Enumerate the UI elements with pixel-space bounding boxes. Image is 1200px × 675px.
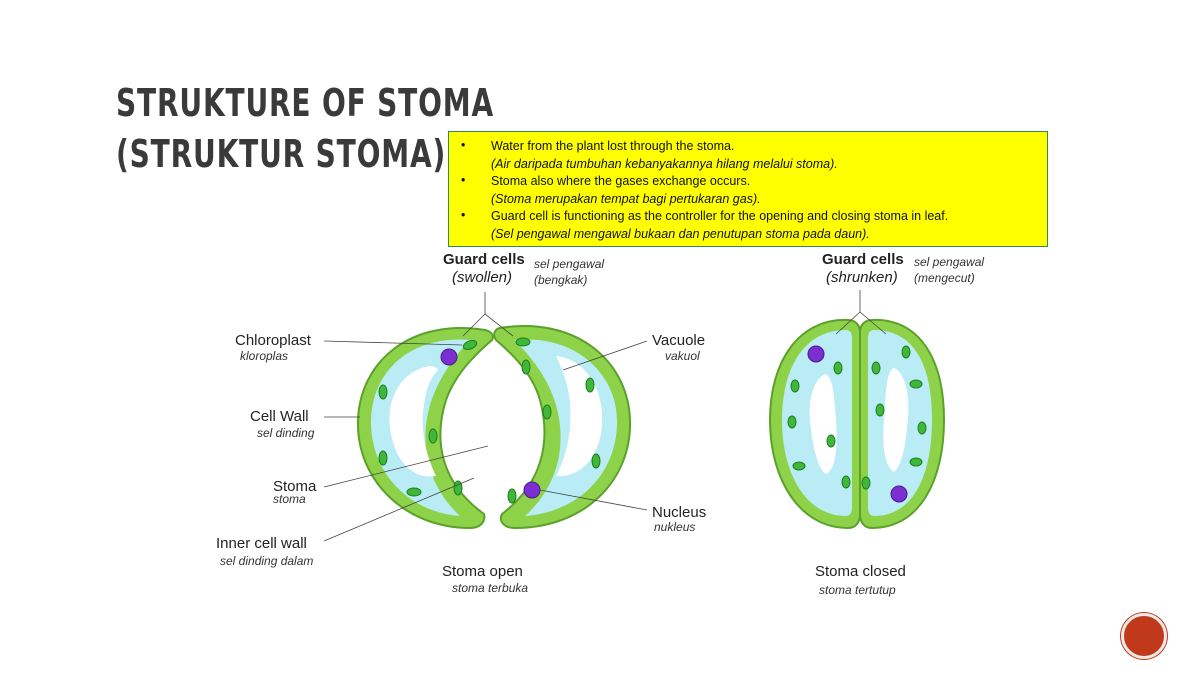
cell-wall-label: Cell Wall <box>250 408 309 425</box>
nucleus-label: Nucleus <box>652 504 706 521</box>
chloroplast-label: Chloroplast <box>235 332 312 349</box>
stoma-label: Stoma <box>273 478 317 495</box>
closed-stoma <box>768 318 946 530</box>
stoma-my-label: stoma <box>273 492 306 506</box>
cell-wall-my-label: sel dinding <box>257 426 315 440</box>
guard-cells-closed-my-state: (mengecut) <box>914 271 975 285</box>
bullet-icon: • <box>461 138 466 152</box>
open-chloroplasts <box>378 337 601 504</box>
note-item: • Guard cell is functioning as the contr… <box>457 208 1039 243</box>
note-text: Water from the plant lost through the st… <box>491 139 735 153</box>
guard-cells-open-state: (swollen) <box>452 269 512 286</box>
stoma-closed-caption: Stoma closed <box>815 563 906 580</box>
chloroplast-my-label: kloroplas <box>240 349 288 363</box>
bullet-icon: • <box>461 208 466 222</box>
open-nucleus-right <box>523 481 541 499</box>
leader-lines <box>323 290 887 542</box>
notes-box: • Water from the plant lost through the … <box>448 131 1048 247</box>
slide-nav-circle-icon[interactable] <box>1121 613 1167 659</box>
closed-nucleus-right <box>890 485 908 503</box>
note-translation: (Sel pengawal mengawal bukaan dan penutu… <box>491 226 870 241</box>
slide-title-line-2: (STRUKTUR STOMA): <box>116 132 459 176</box>
note-item: • Stoma also where the gases exchange oc… <box>457 173 1039 208</box>
open-stoma <box>356 325 632 530</box>
guard-cells-open-my: sel pengawal <box>534 257 604 271</box>
stoma-closed-my-caption: stoma tertutup <box>819 583 896 597</box>
guard-cells-open-label: Guard cells <box>443 251 525 268</box>
vacuole-label: Vacuole <box>652 332 705 349</box>
note-text: Stoma also where the gases exchange occu… <box>491 174 751 188</box>
open-nucleus-left <box>440 348 458 366</box>
stoma-open-my-caption: stoma terbuka <box>452 581 528 595</box>
closed-right-vacuole <box>883 368 909 472</box>
bullet-icon: • <box>461 173 466 187</box>
guard-cells-closed-my: sel pengawal <box>914 255 984 269</box>
inner-cell-wall-my-label: sel dinding dalam <box>220 554 313 568</box>
vacuole-my-label: vakuol <box>665 349 700 363</box>
closed-left-vacuole <box>809 374 837 474</box>
closed-chloroplasts <box>787 345 927 490</box>
nucleus-my-label: nukleus <box>654 520 695 534</box>
guard-cells-closed-label: Guard cells <box>822 251 904 268</box>
note-item: • Water from the plant lost through the … <box>457 138 1039 173</box>
guard-cells-closed-state: (shrunken) <box>826 269 898 286</box>
note-translation: (Air daripada tumbuhan kebanyakannya hil… <box>491 156 838 171</box>
guard-cells-open-my-state: (bengkak) <box>534 273 587 287</box>
note-text: Guard cell is functioning as the control… <box>491 209 949 223</box>
open-left-vacuole <box>389 366 438 477</box>
inner-cell-wall-label: Inner cell wall <box>216 535 307 552</box>
note-translation: (Stoma merupakan tempat bagi pertukaran … <box>491 191 761 206</box>
stoma-open-caption: Stoma open <box>442 563 523 580</box>
slide-title-line-1: STRUKTURE OF STOMA <box>116 81 495 125</box>
closed-nucleus-left <box>807 345 825 363</box>
